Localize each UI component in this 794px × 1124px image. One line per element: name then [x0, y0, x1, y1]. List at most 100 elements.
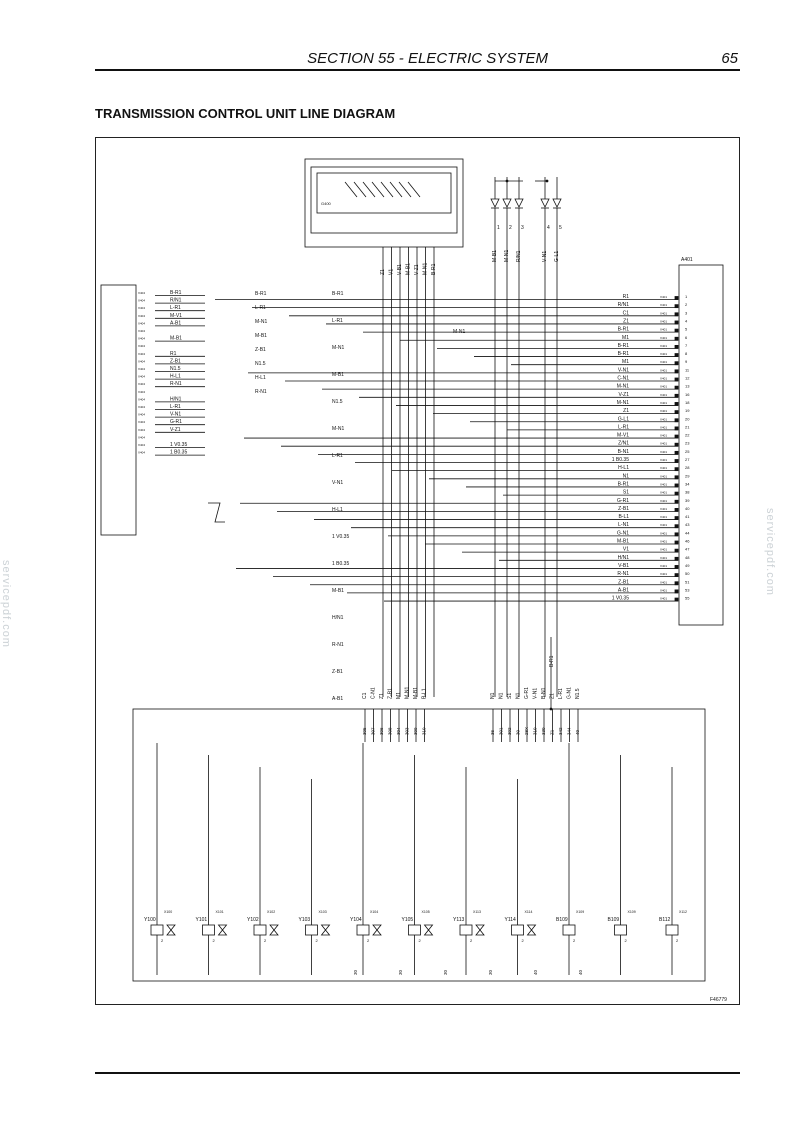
diagram-title: TRANSMISSION CONTROL UNIT LINE DIAGRAM: [95, 106, 396, 121]
center-wire-label: H-L1: [332, 507, 343, 513]
a401-pin-code: X401: [660, 393, 667, 397]
g400-label: G400: [321, 201, 332, 206]
a401-pin-tab: [674, 483, 679, 488]
junction-dot: [505, 179, 509, 183]
a401-wire-label: M-V1: [617, 433, 629, 439]
left-pin-code: X404: [138, 428, 145, 432]
lower-right-pin: 30: [516, 729, 521, 735]
a401-pin-tab: [674, 597, 679, 602]
a401-pin-tab: [674, 540, 679, 545]
a401-pin-tab: [674, 320, 679, 325]
left-pin-code: X404: [138, 451, 145, 455]
lower-right-pin: 342: [558, 727, 563, 735]
a401-pin-number: 29: [685, 473, 690, 478]
a401-pin-number: 50: [685, 571, 690, 576]
a401-pin-code: X401: [660, 572, 667, 576]
a401-pin-code: X401: [660, 588, 667, 592]
a401-pin-number: 8: [685, 351, 688, 356]
a401-wire-label: A-B1: [618, 587, 629, 593]
a401-pin-number: 20: [685, 416, 690, 421]
lower-right-wire-label: G-R1: [524, 687, 530, 699]
diode-number: 2: [509, 225, 512, 231]
actuator-name: Y105: [402, 917, 414, 923]
left-pin-code: X404: [138, 352, 145, 356]
diode-wire-label: M-N1: [504, 250, 510, 262]
center-wire-label: H/N1: [332, 615, 344, 621]
a401-pin-tab: [674, 491, 679, 496]
ground-label: 30: [398, 969, 403, 975]
a401-pin-number: 43: [685, 522, 690, 527]
a401-pin-code: X401: [660, 531, 667, 535]
a401-wire-label: M-B1: [617, 539, 629, 545]
g400-wire: [371, 181, 385, 198]
mid-wire-label: H-L1: [255, 375, 266, 381]
lower-left-wire-label: C1: [362, 692, 368, 699]
a401-pin-code: X401: [660, 523, 667, 527]
a401-wire-label: H/N1: [618, 555, 630, 561]
left-wire-label: V-N1: [170, 412, 181, 418]
diode-symbol: [514, 198, 524, 208]
vertical-tap-label: B-R1: [549, 655, 555, 667]
center-wire-label: 1 V0.35: [332, 534, 349, 540]
a401-pin-tab: [674, 442, 679, 447]
section-title: SECTION 55 - ELECTRIC SYSTEM: [307, 50, 548, 67]
a401-pin-tab: [674, 402, 679, 406]
lower-right-wire-label: G-N1: [567, 687, 573, 699]
top-drop-label: M-N1: [423, 263, 429, 275]
a401-wire-label: C1: [623, 310, 630, 316]
mid-wire-label: N1.5: [255, 361, 266, 367]
a401-pin-tab: [674, 459, 679, 463]
a401-wire-label: R1: [623, 294, 630, 300]
a401-pin-code: X401: [660, 548, 667, 552]
lower-right-pin: 28X: [524, 727, 529, 735]
ground-label: 30: [443, 969, 448, 975]
diode-wire-label: V-N1: [542, 251, 548, 262]
a401-pin-number: 53: [685, 587, 690, 592]
top-harness-loop: [304, 158, 464, 248]
a401-pin-tab: [674, 565, 679, 569]
lower-right-wire-label: L-R1: [558, 688, 564, 699]
actuator-connector: X104: [370, 910, 378, 914]
a401-wire-label: V-N1: [618, 367, 629, 373]
lower-left-pin: 306: [379, 727, 384, 735]
center-wire-label: A-B1: [332, 696, 343, 702]
a401-wire-label: R-N1: [617, 571, 629, 577]
mid-wire-label: B-R1: [255, 291, 267, 297]
actuator-pin-label: 2: [316, 938, 319, 943]
a401-pin-tab: [674, 516, 679, 520]
a401-pin-tab: [674, 344, 679, 349]
a401-wire-label: B-R1: [618, 327, 630, 333]
a401-pin-number: 21: [685, 424, 690, 429]
actuator-pin-label: 2: [264, 938, 267, 943]
g400-wire: [362, 181, 376, 198]
a401-pin-number: 41: [685, 514, 690, 519]
left-wire-label: H-L1: [170, 374, 181, 380]
watermark-right: servicepdf.com: [764, 508, 776, 596]
a401-pin-number: 55: [685, 596, 690, 601]
actuator-connector: X105: [422, 910, 430, 914]
left-pin-code: X404: [138, 321, 145, 325]
lower-right-wire-label: V-N1: [533, 688, 539, 699]
mid-wire-label: Z-B1: [255, 347, 266, 353]
a401-pin-number: 38: [685, 490, 690, 495]
top-drop-label: V1: [389, 269, 395, 275]
valve-symbol: [423, 924, 434, 936]
a401-pin-tab: [674, 556, 679, 561]
a401-pin-number: 46: [685, 539, 690, 544]
lower-right-wire-label: N1: [516, 692, 522, 699]
lower-left-pin: 309: [413, 727, 418, 735]
actuator-pin-label: 2: [522, 938, 525, 943]
a401-wire-label: B-R1: [618, 481, 630, 487]
actuator-coil: [305, 924, 318, 936]
valve-symbol: [269, 924, 279, 936]
a401-pin-number: 16: [685, 392, 690, 397]
top-harness-inner: [310, 166, 458, 234]
a401-pin-tab: [674, 296, 679, 300]
a401-pin-tab: [674, 361, 679, 366]
page-number: 65: [721, 50, 738, 67]
g400-wire: [353, 181, 367, 198]
left-pin-code: X404: [138, 344, 145, 348]
a401-pin-tab: [674, 336, 679, 341]
a401-pin-tab: [674, 589, 679, 594]
left-connector-block: [100, 284, 137, 536]
